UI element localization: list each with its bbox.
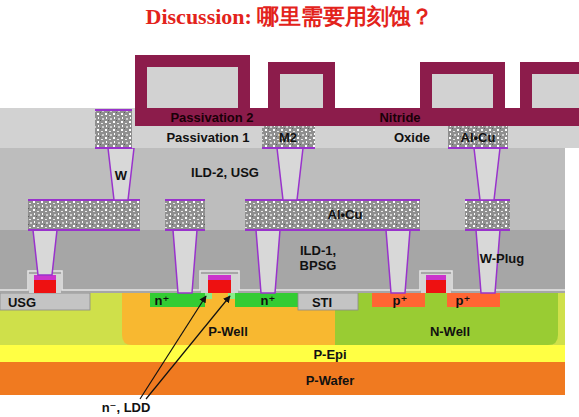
hump-oxide	[147, 67, 579, 108]
metal1-line	[165, 200, 205, 230]
wafer-layer	[0, 362, 565, 395]
metal1-line	[465, 200, 510, 230]
metal-box: Al•Cu	[245, 200, 420, 230]
ild2-layer	[0, 148, 565, 230]
n-plus-region	[150, 293, 205, 307]
dielectric-layer: W-Plug ILD-1, BPSG	[0, 230, 565, 293]
w-plug	[33, 230, 57, 275]
layer-label: n⁺	[261, 293, 276, 308]
layer-label: p⁺	[456, 293, 471, 308]
well-region: n⁺ n⁺ P-Well	[122, 293, 335, 345]
metal1-line	[28, 200, 140, 230]
barrier-layer	[28, 199, 510, 231]
layer-label: M2	[279, 130, 297, 145]
sti-isolation	[298, 293, 358, 310]
layer-label: Al•Cu	[461, 130, 496, 145]
callout-label: n⁻, LDD	[102, 400, 151, 415]
usg-isolation	[0, 293, 90, 310]
layer-label: W	[115, 168, 127, 183]
spacer	[29, 274, 61, 293]
silicide	[426, 275, 446, 280]
via-plug: W-Plug	[476, 230, 500, 293]
w-plug	[173, 230, 197, 293]
layer-label: ILD-1, BPSG	[281, 243, 355, 273]
leader-line	[140, 296, 206, 399]
p-plus-region	[372, 293, 425, 307]
w-plug	[256, 230, 280, 293]
isolation-region: USG	[0, 293, 90, 310]
title: Discussion: 哪里需要用刻蚀？	[0, 2, 579, 32]
well-region: p⁺ p⁺ N-Well	[335, 293, 558, 345]
layer-label: P-Wafer	[306, 373, 355, 388]
epi-layer	[0, 345, 565, 362]
layer-label: Passivation 2	[170, 110, 253, 125]
layer-label: P-Well	[208, 324, 248, 339]
poly-gate	[208, 280, 231, 293]
poly-gate	[426, 280, 446, 293]
leader-line	[146, 296, 230, 399]
layer-label: STI	[312, 295, 332, 310]
w-plug	[386, 230, 410, 293]
metal2-line	[448, 126, 508, 148]
layer-label: Al•Cu	[328, 207, 363, 222]
metal-box: M2	[262, 126, 315, 148]
ldd-region	[205, 293, 212, 299]
substrate-layer: P-Epi	[0, 345, 565, 362]
w-via	[474, 148, 500, 200]
layer-label: W-Plug	[480, 251, 525, 266]
w-via	[277, 148, 303, 200]
doped-region: p⁺	[447, 293, 500, 307]
substrate-layer: P-Wafer	[0, 362, 565, 395]
layer-label: Oxide	[394, 130, 430, 145]
doped-region: p⁺	[372, 293, 425, 307]
passivation2-layer	[135, 55, 579, 126]
passivation-band: Passivation 2 Nitride	[135, 55, 579, 126]
layer-label: Nitride	[379, 110, 420, 125]
silicide	[208, 275, 231, 280]
layer-label: USG	[8, 295, 36, 310]
epi-surface	[0, 293, 565, 345]
metal1-line	[245, 200, 420, 230]
passivation1-layer	[0, 126, 579, 148]
metal-box: Al•Cu	[448, 126, 508, 148]
layer-label: p⁺	[393, 293, 408, 308]
layer-label: N-Well	[430, 324, 470, 339]
layer-label: P-Epi	[313, 347, 346, 362]
layer-label: n⁺	[155, 293, 170, 308]
layer-label: Passivation 1	[166, 130, 249, 145]
p-plus-region	[447, 293, 500, 307]
layer-label: ILD-2, USG	[191, 165, 259, 180]
spacer	[201, 274, 238, 293]
n-plus-region	[235, 293, 298, 307]
dielectric-layer: W ILD-2, USG	[0, 148, 565, 200]
metal2-line	[262, 126, 315, 148]
via-plug: W	[108, 148, 134, 200]
doped-region: n⁺	[150, 293, 205, 307]
poly-gate	[34, 280, 56, 293]
isolation-region: STI	[298, 293, 358, 310]
metal2-line	[95, 110, 132, 148]
w-via	[108, 148, 134, 200]
doped-region: n⁺	[235, 293, 298, 307]
ild1-layer	[0, 230, 565, 293]
n-well	[335, 293, 558, 345]
spacer	[421, 274, 451, 293]
